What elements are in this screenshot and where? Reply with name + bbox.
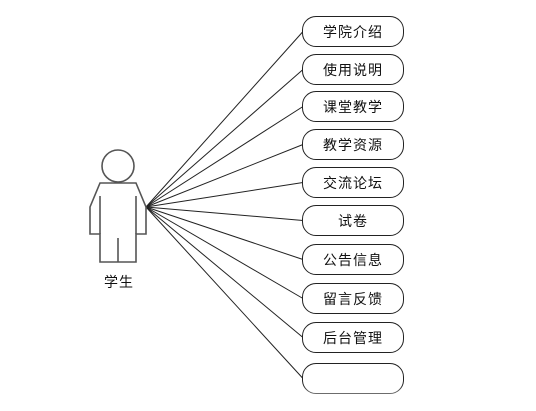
use-case-announcements[interactable]: 公告信息 — [302, 244, 404, 275]
association-line — [145, 182, 304, 208]
association-line — [145, 206, 304, 338]
association-line — [145, 106, 304, 208]
association-line — [145, 206, 304, 260]
association-line — [145, 31, 304, 208]
bottom-fade — [296, 384, 416, 411]
stick-figure-actor-icon — [89, 149, 147, 263]
actor-head — [101, 149, 135, 183]
actor-body — [89, 182, 147, 263]
association-line — [145, 206, 304, 221]
use-case-classroom-teaching[interactable]: 课堂教学 — [302, 91, 404, 122]
use-case-exam-paper[interactable]: 试卷 — [302, 205, 404, 236]
use-case-forum[interactable]: 交流论坛 — [302, 167, 404, 198]
association-line — [145, 206, 304, 299]
use-case-feedback[interactable]: 留言反馈 — [302, 283, 404, 314]
association-line — [145, 144, 304, 208]
actor-label: 学生 — [104, 275, 134, 291]
association-lines — [145, 31, 304, 379]
use-case-backend-management[interactable]: 后台管理 — [302, 322, 404, 353]
association-line — [145, 206, 304, 379]
use-case-usage-guide[interactable]: 使用说明 — [302, 54, 404, 85]
use-case-college-intro[interactable]: 学院介绍 — [302, 16, 404, 47]
association-line — [145, 69, 304, 208]
use-case-teaching-resources[interactable]: 教学资源 — [302, 129, 404, 160]
